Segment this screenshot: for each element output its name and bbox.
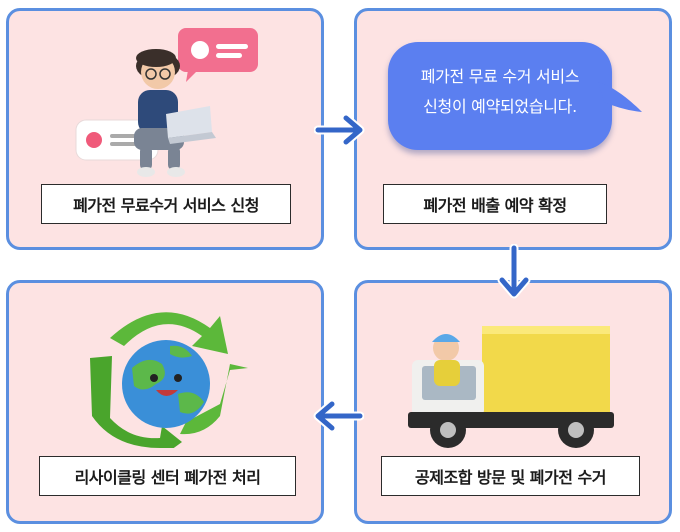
confirmation-line-2: 신청이 예약되었습니다. [423, 97, 577, 116]
arrow-right-icon [314, 113, 365, 147]
speech-bubble-tail [598, 82, 642, 112]
recycling-earth-icon [90, 312, 248, 448]
person-laptop-icon [75, 28, 258, 177]
confirmation-speech-bubble [388, 42, 612, 150]
arrow-down-icon [497, 244, 531, 299]
step-label-confirm: 폐가전 배출 예약 확정 [383, 184, 607, 224]
delivery-truck-icon [408, 326, 614, 448]
step-label-recycle: 리사이클링 센터 폐가전 처리 [39, 456, 296, 496]
step-label-pickup: 공제조합 방문 및 폐가전 수거 [381, 456, 640, 496]
confirmation-line-1: 폐가전 무료 수거 서비스 [420, 67, 580, 86]
step-label-request: 폐가전 무료수거 서비스 신청 [41, 184, 291, 224]
confirmation-message: 폐가전 무료 수거 서비스 신청이 예약되었습니다. [388, 62, 612, 122]
arrow-left-icon [313, 399, 364, 433]
